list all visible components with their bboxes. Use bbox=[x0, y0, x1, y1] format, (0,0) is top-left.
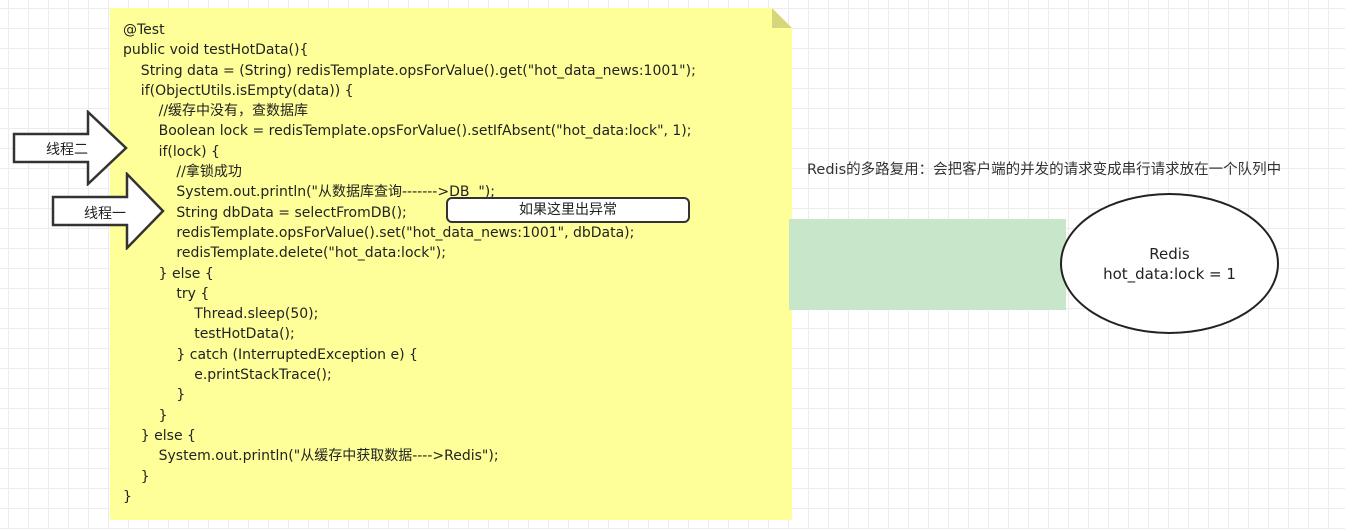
code-line: String dbData = selectFromDB(); bbox=[123, 204, 407, 221]
thread-one-arrow bbox=[51, 172, 165, 250]
code-line: } bbox=[123, 407, 168, 424]
redis-node: Redis hot_data:lock = 1 bbox=[1060, 193, 1279, 334]
code-line: redisTemplate.delete("hot_data:lock"); bbox=[123, 245, 446, 262]
code-line: @Test bbox=[123, 22, 165, 38]
thread-two-label: 线程二 bbox=[46, 142, 88, 158]
code-line: if(ObjectUtils.isEmpty(data)) { bbox=[123, 82, 354, 99]
code-line: } else { bbox=[123, 427, 196, 444]
redis-node-title: Redis bbox=[1149, 244, 1190, 263]
code-line: //缓存中没有，查数据库 bbox=[123, 103, 309, 120]
code-line: public void testHotData(){ bbox=[123, 42, 309, 59]
code-line: //拿锁成功 bbox=[123, 164, 242, 181]
code-line: } catch (InterruptedException e) { bbox=[123, 346, 418, 363]
code-line: System.out.println("从缓存中获取数据---->Redis")… bbox=[123, 448, 499, 465]
exception-callout: 如果这里出异常 bbox=[446, 197, 690, 223]
code-line: } bbox=[123, 468, 150, 485]
code-line: System.out.println("从数据库查询------->DB "); bbox=[123, 184, 495, 201]
code-block: @Test public void testHotData(){ String d… bbox=[123, 20, 696, 507]
request-queue-band bbox=[789, 219, 1066, 310]
code-line: redisTemplate.opsForValue().set("hot_dat… bbox=[123, 224, 635, 241]
code-line: e.printStackTrace(); bbox=[123, 367, 332, 384]
code-line: Thread.sleep(50); bbox=[123, 306, 319, 323]
code-note-shape bbox=[110, 8, 792, 520]
code-line: String data = (String) redisTemplate.ops… bbox=[123, 62, 696, 79]
code-line: if(lock) { bbox=[123, 143, 220, 160]
code-line: Boolean lock = redisTemplate.opsForValue… bbox=[123, 123, 692, 140]
code-line: } bbox=[123, 488, 132, 505]
thread-one-label: 线程一 bbox=[84, 206, 126, 222]
redis-multiplexing-note: Redis的多路复用：会把客户端的并发的请求变成串行请求放在一个队列中 bbox=[807, 162, 1282, 178]
thread-two-arrow bbox=[12, 110, 128, 186]
code-line: } else { bbox=[123, 265, 214, 282]
redis-node-value: hot_data:lock = 1 bbox=[1103, 264, 1236, 283]
code-line: testHotData(); bbox=[123, 326, 295, 343]
code-line: try { bbox=[123, 285, 210, 302]
code-line: } bbox=[123, 387, 186, 404]
